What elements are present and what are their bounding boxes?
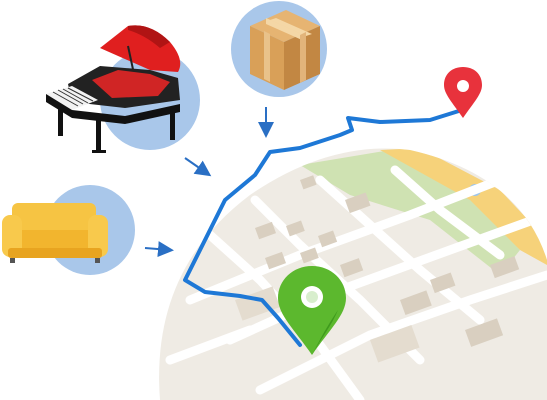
origin-pin-icon [444, 67, 482, 118]
grand-piano-icon [46, 25, 181, 153]
buildings [255, 175, 520, 347]
cardboard-box-icon [250, 10, 320, 90]
route-line [183, 108, 464, 347]
arrows [144, 107, 274, 258]
arrow-piano [184, 157, 212, 177]
street-map [159, 148, 547, 400]
sofa-icon [2, 203, 108, 263]
highway [380, 148, 547, 265]
destination-pin-icon [278, 266, 346, 355]
arrow-sofa [144, 241, 174, 258]
